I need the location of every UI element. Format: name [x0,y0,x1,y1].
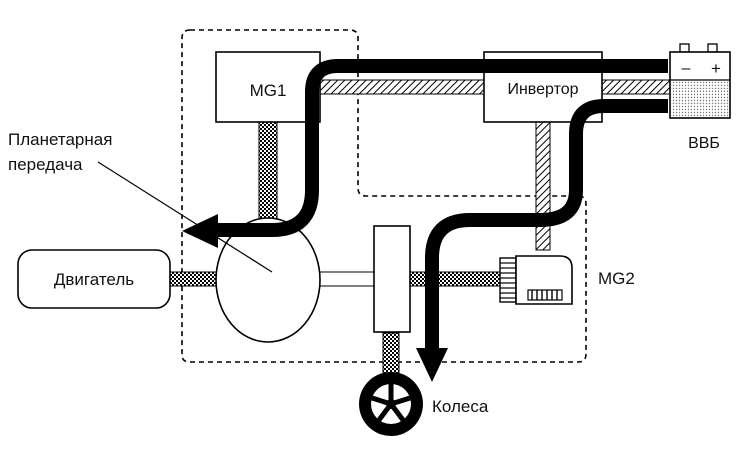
wheel-shaft [382,332,400,374]
battery-minus: – [682,60,691,77]
mg1-box [215,51,321,123]
power-flow-arrowhead-wheels [416,348,448,382]
mg1-label: MG1 [250,81,287,100]
engine-box [17,249,171,309]
mg2-motor [499,255,573,305]
planetary-label-line2: передача [8,155,83,174]
connecting-shaft [319,271,377,287]
mg1-shaft [258,121,278,223]
battery-electrolyte [671,80,729,117]
wheel [359,372,423,436]
power-flow-arrow-wheels [425,99,668,350]
planetary-label-line1: Планетарная [8,130,112,149]
output-shaft [409,271,501,287]
reduction-gear [373,225,411,333]
wheels-label: Колеса [432,397,489,416]
planetary-leader-line [97,161,273,273]
battery-terminal-right [707,43,718,53]
inverter-mg2-link [535,121,551,251]
battery: – + [669,43,731,119]
planetary-gear [215,217,321,343]
mg2-label: MG2 [598,269,635,288]
engine-shaft [169,271,219,287]
power-flow-arrow-mg1 [214,59,668,237]
inverter-label: Инвертор [507,81,578,98]
mg1-group-boundary [190,29,578,197]
battery-terminal-left [679,43,690,53]
battery-plus: + [711,59,721,78]
battery-label: ВВБ [688,135,720,152]
power-flow-arrowhead-mg1 [182,214,218,248]
engine-label: Двигатель [54,270,134,289]
